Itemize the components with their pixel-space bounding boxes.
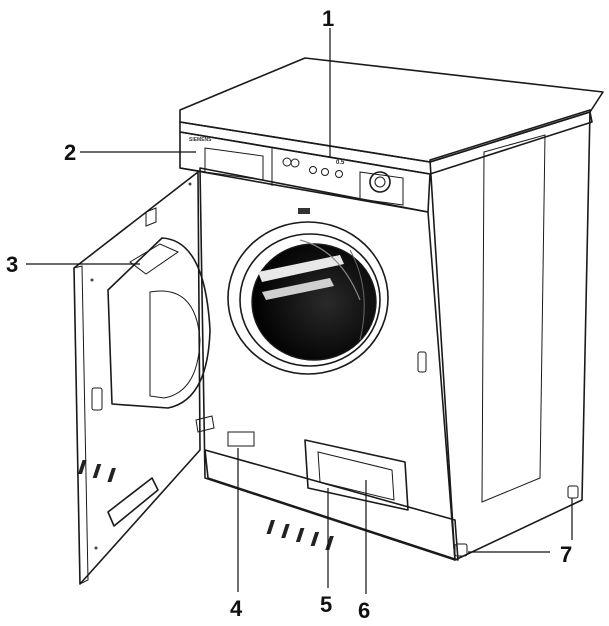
callout-number: 2 <box>64 140 76 165</box>
side-panel <box>429 109 591 561</box>
callout-number: 7 <box>560 542 572 567</box>
panel-label: 0.5 <box>336 160 345 166</box>
door-hinge <box>195 415 215 433</box>
control-button <box>335 170 343 178</box>
callout-number: 4 <box>230 596 243 621</box>
brand-logo: SIEMENS <box>189 137 212 143</box>
door-panel <box>73 171 201 585</box>
drum-opening <box>227 221 389 375</box>
front-badge <box>298 208 310 214</box>
callouts: 1 2 3 4 5 6 7 <box>6 6 573 623</box>
open-door <box>73 171 211 585</box>
control-buttons: 0.5 <box>282 157 345 178</box>
callout-number: 5 <box>320 592 332 617</box>
condenser-cover <box>304 439 409 511</box>
plinth <box>204 449 459 561</box>
worktop <box>179 57 604 163</box>
callout-number: 3 <box>6 252 18 277</box>
control-button <box>321 168 329 176</box>
rating-plate <box>227 431 255 447</box>
dryer-cabinet: SIEMENS 0.5 <box>77 57 604 561</box>
adjustable-feet <box>454 485 579 557</box>
control-button <box>309 166 317 174</box>
door-latch <box>417 351 427 373</box>
callout-number: 6 <box>358 598 370 623</box>
programme-dial <box>359 171 404 206</box>
side-panel-recess <box>481 134 546 503</box>
fluff-filter <box>107 237 211 409</box>
control-button <box>290 158 300 168</box>
door-handle <box>107 477 159 527</box>
callout-number: 1 <box>322 6 334 31</box>
door-catch <box>91 387 103 411</box>
control-button <box>282 157 292 167</box>
